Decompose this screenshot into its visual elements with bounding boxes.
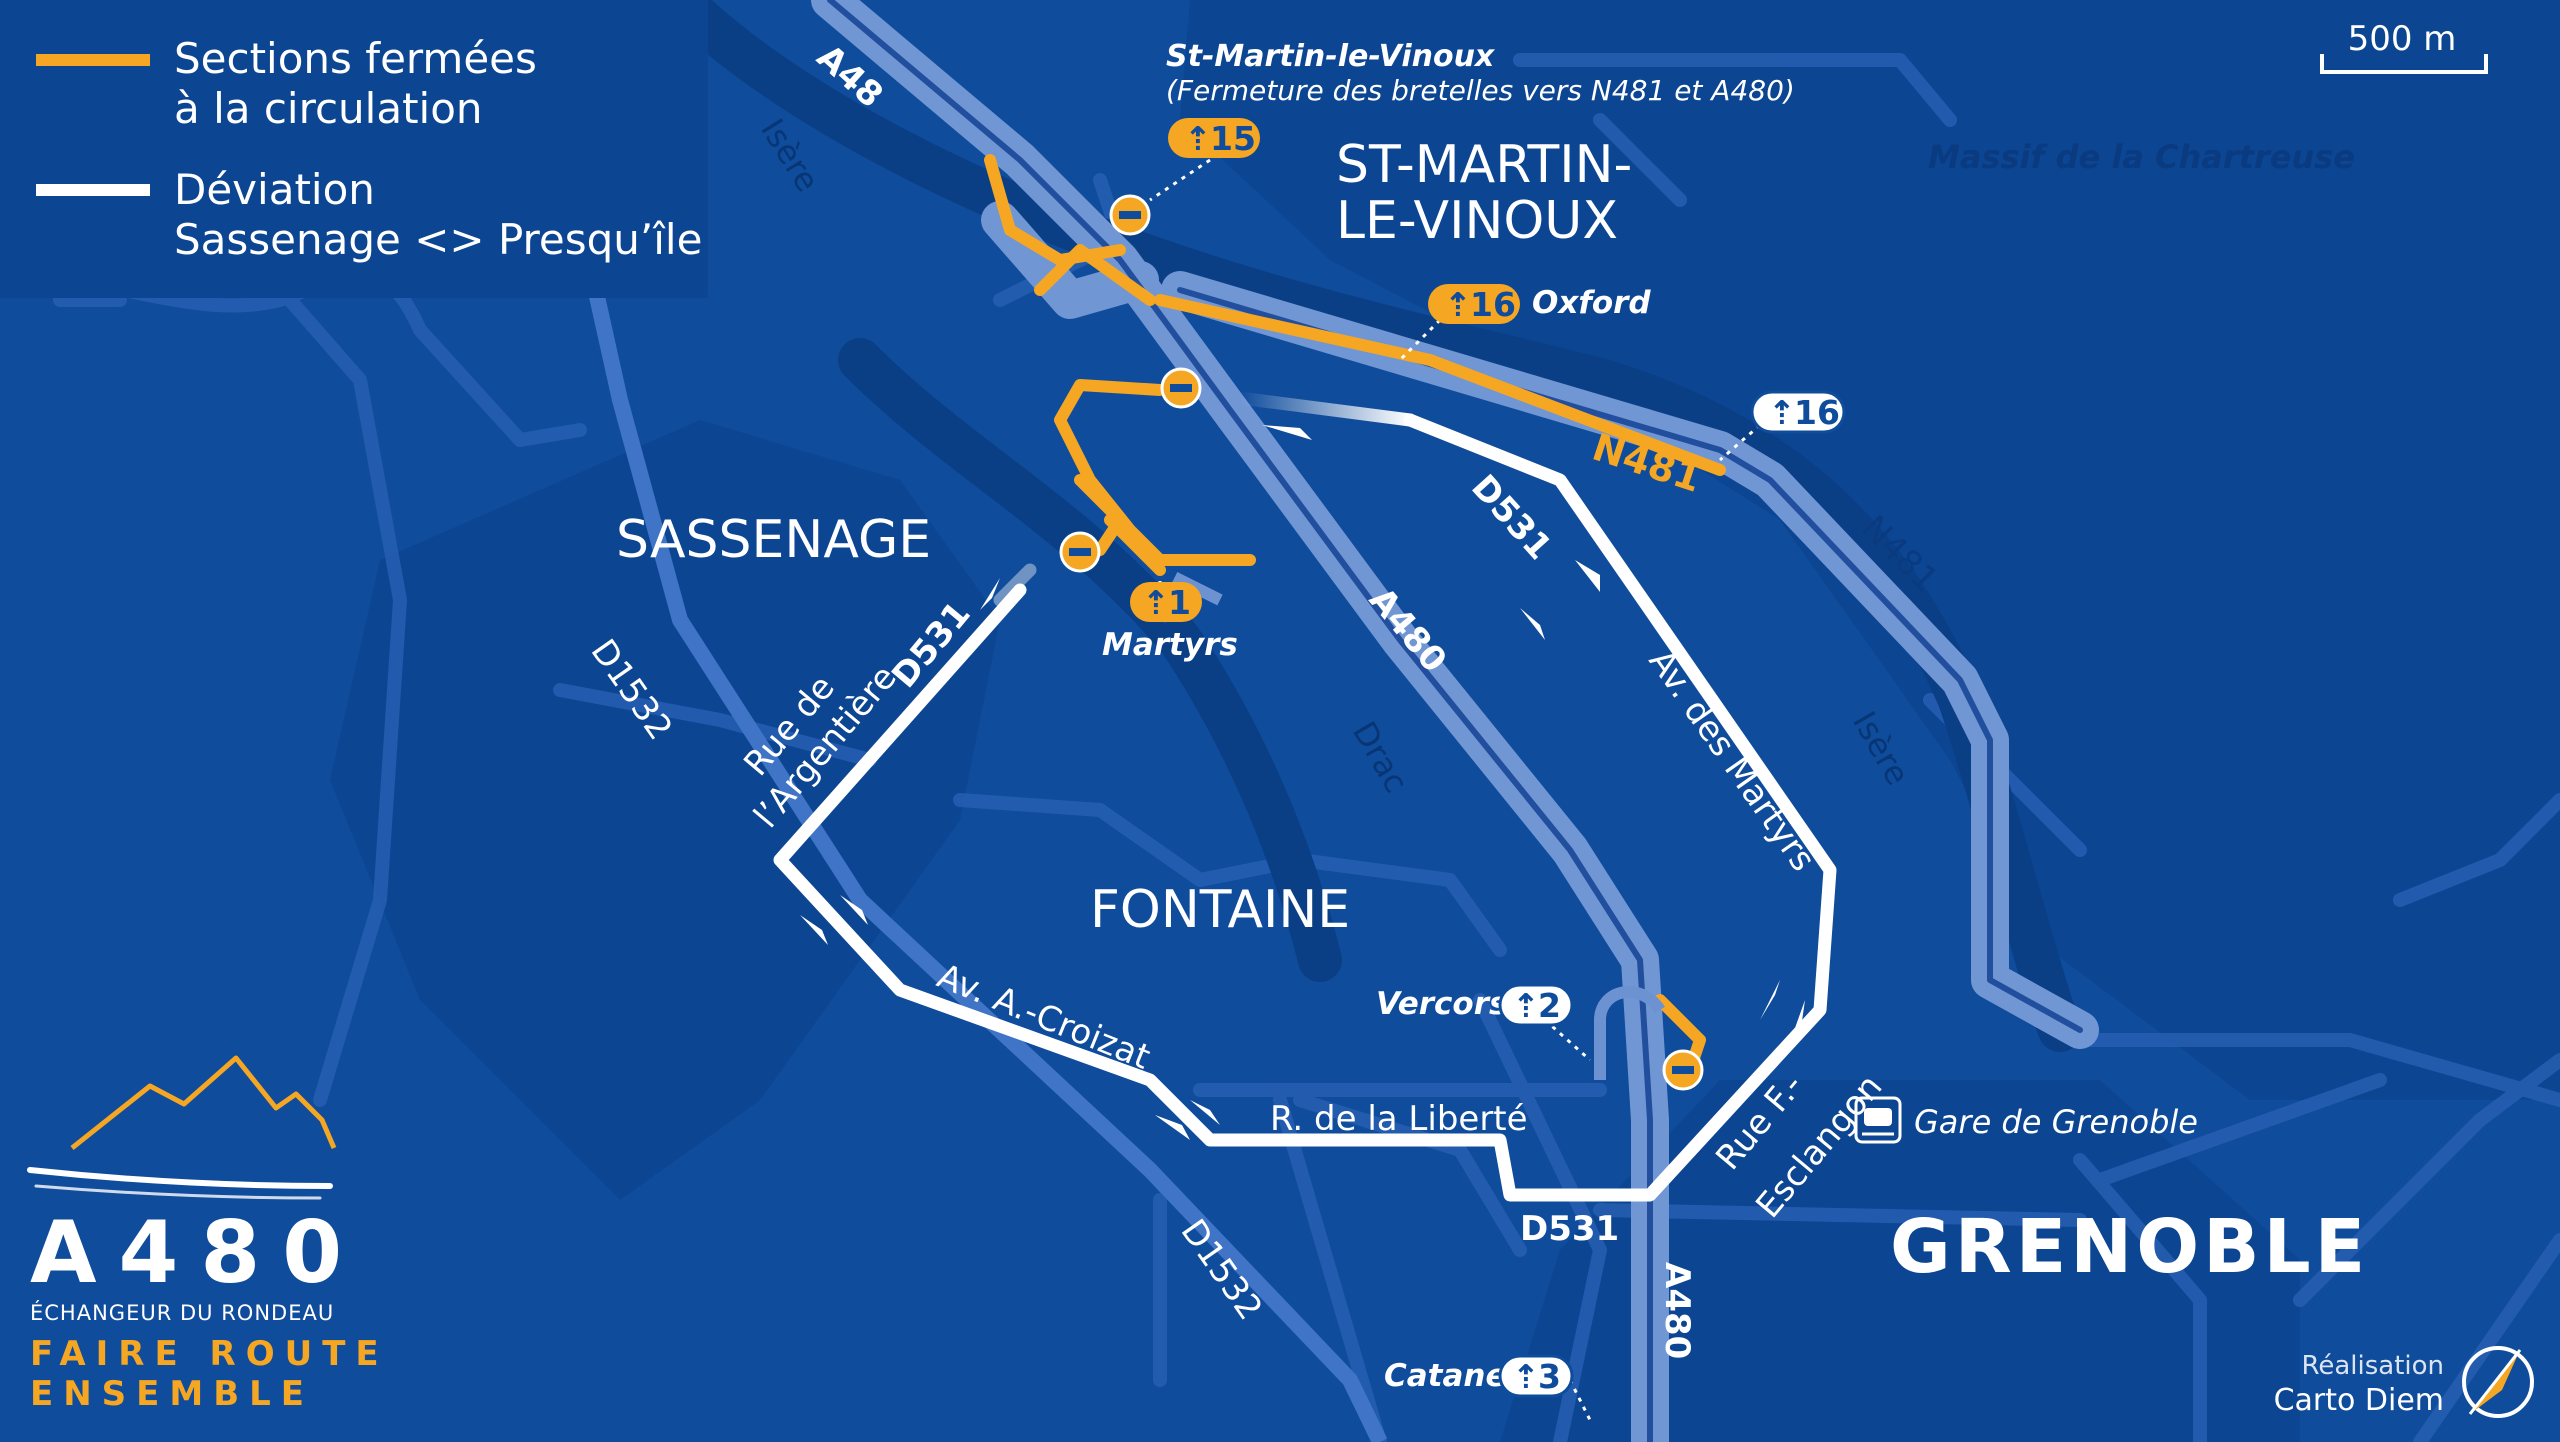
- closure-marker-n481: [1160, 367, 1202, 409]
- place-st-martin-line1: ST-MARTIN-: [1336, 135, 1632, 195]
- svg-text:⇡: ⇡: [1512, 1357, 1540, 1396]
- brand-tagline2: ENSEMBLE: [30, 1374, 314, 1414]
- detour-route: [773, 391, 1837, 1202]
- poi-gare: Gare de Grenoble: [1854, 1096, 2198, 1144]
- poi-gare-label: Gare de Grenoble: [1914, 1103, 2198, 1141]
- brand-tagline1: FAIRE ROUTE: [30, 1334, 389, 1374]
- svg-text:⇡: ⇡: [1512, 986, 1540, 1025]
- scale-label: 500 m: [2348, 19, 2457, 59]
- svg-text:⇡: ⇡: [1444, 285, 1472, 324]
- closed-sections: [984, 154, 1726, 1076]
- place-chartreuse: Massif de la Chartreuse: [1928, 138, 2355, 176]
- road-d531-north-label: D531: [1463, 467, 1559, 567]
- exit-badge-15: ⇡ 15: [1168, 118, 1260, 158]
- exit-name-martyrs: Martyrs: [1102, 627, 1238, 663]
- svg-text:2: 2: [1538, 986, 1561, 1025]
- notice-subtitle: (Fermeture des bretelles vers N481 et A4…: [1166, 74, 1795, 107]
- place-sassenage: SASSENAGE: [616, 510, 931, 570]
- place-fontaine: FONTAINE: [1090, 880, 1350, 940]
- brand-subtitle: ÉCHANGEUR DU RONDEAU: [30, 1300, 334, 1325]
- closure-markers: [1059, 194, 1704, 1091]
- river-drac: Drac: [1345, 715, 1415, 799]
- svg-text:15: 15: [1210, 119, 1256, 158]
- closure-marker-a48: [1109, 194, 1151, 236]
- legend-detour-line2: Sassenage <> Presqu’île: [174, 215, 702, 264]
- exit-name-catane: Catane: [1384, 1358, 1507, 1394]
- legend-closed-line2: à la circulation: [174, 84, 483, 133]
- motorways: [811, 0, 2099, 1442]
- direction-arrows: [800, 425, 1805, 1140]
- notice-title: St-Martin-le-Vinoux: [1166, 39, 1496, 74]
- svg-text:3: 3: [1538, 1357, 1561, 1396]
- place-grenoble: GRENOBLE: [1890, 1204, 2369, 1290]
- credit-line1: Réalisation: [2301, 1351, 2444, 1381]
- river-isere-east: Isère: [1845, 705, 1917, 791]
- brand-logo: A480 ÉCHANGEUR DU RONDEAU FAIRE ROUTE EN…: [27, 1055, 389, 1414]
- exit-badge-3: ⇡ 3: [1498, 1354, 1574, 1398]
- svg-text:⇡: ⇡: [1184, 119, 1212, 158]
- exit-name-oxford: Oxford: [1532, 285, 1651, 321]
- brand-title: A480: [30, 1203, 364, 1303]
- scale-bar: 500 m: [2320, 19, 2488, 74]
- credit: Réalisation Carto Diem: [2274, 1346, 2534, 1418]
- exit-badges: ⇡ 15 ⇡ 16 Oxford ⇡ 16 ⇡ 1 Martyrs Vercor…: [1102, 118, 1846, 1398]
- exit-badge-1: ⇡ 1: [1130, 582, 1202, 622]
- mountain-icon: [70, 1055, 337, 1150]
- train-icon: [1854, 1096, 1902, 1144]
- exit-badge-16-oxford: ⇡ 16: [1428, 284, 1520, 324]
- legend: Sections fermées à la circulation Déviat…: [0, 0, 708, 298]
- road-d531-south-label: D531: [1520, 1209, 1619, 1249]
- place-st-martin-line2: LE-VINOUX: [1336, 191, 1618, 251]
- closure-marker-martyrs: [1059, 531, 1101, 573]
- road-a480-south-label: A480: [1657, 1262, 1697, 1359]
- svg-text:16: 16: [1470, 285, 1516, 324]
- road-av-martyrs-label: Av. des Martyrs: [1641, 642, 1823, 878]
- svg-text:⇡: ⇡: [1768, 393, 1796, 432]
- legend-detour-line1: Déviation: [174, 165, 375, 214]
- compass-icon: [2462, 1346, 2534, 1418]
- exit-badge-16-n481: ⇡ 16: [1750, 390, 1846, 434]
- svg-text:16: 16: [1794, 393, 1840, 432]
- svg-text:1: 1: [1168, 583, 1191, 622]
- credit-line2: Carto Diem: [2274, 1383, 2444, 1418]
- road-r-liberte-label: R. de la Liberté: [1270, 1099, 1528, 1139]
- svg-text:⇡: ⇡: [1142, 583, 1170, 622]
- exit-name-vercors: Vercors: [1376, 986, 1507, 1022]
- closure-marker-vercors: [1662, 1049, 1704, 1091]
- legend-closed-line1: Sections fermées: [174, 34, 537, 83]
- exit-badge-2: ⇡ 2: [1498, 983, 1574, 1027]
